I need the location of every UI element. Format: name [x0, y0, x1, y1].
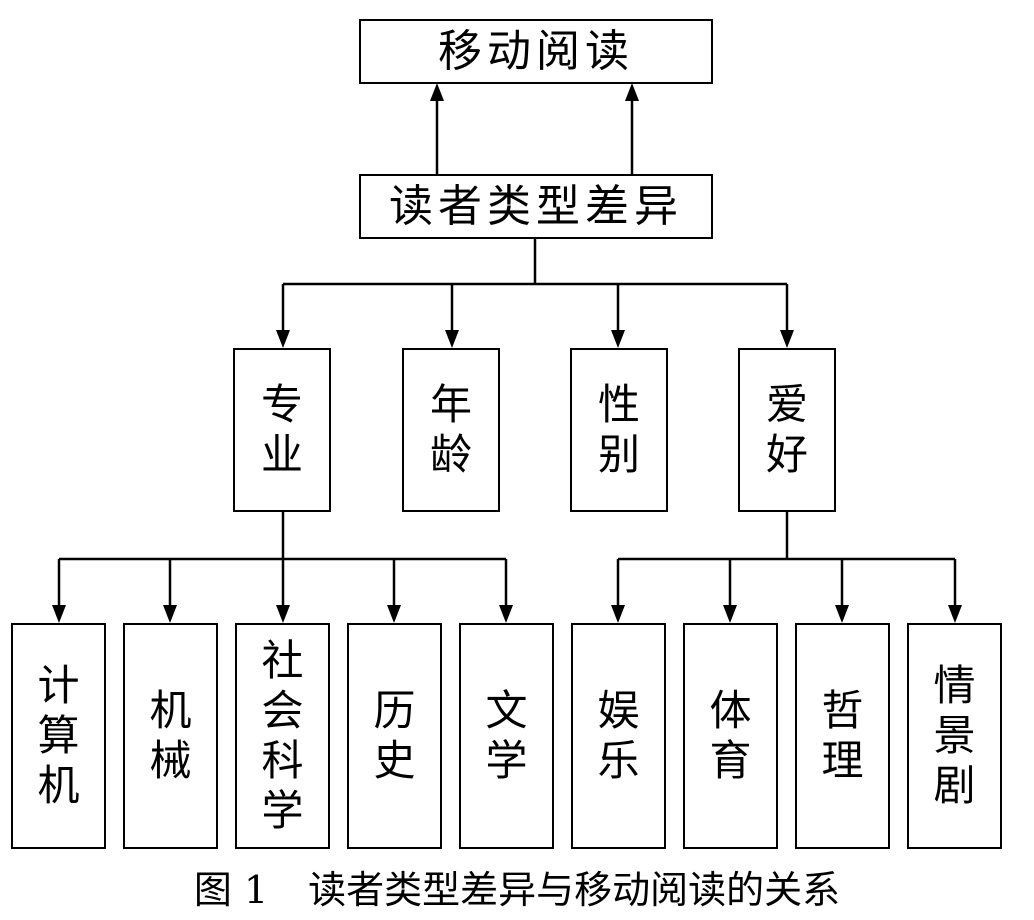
hobby-subtype-label-sports: 体育: [709, 686, 752, 785]
factor-label-major: 专业: [260, 380, 303, 479]
reader-type-difference-label: 读者类型差异: [389, 180, 683, 232]
major-subtype-node-literature: 文学: [459, 623, 554, 849]
mobile-reading-node: 移动阅读: [359, 19, 713, 84]
major-subtype-label-mechanical: 机械: [149, 686, 192, 785]
figure-caption-text: 读者类型差异与移动阅读的关系: [308, 868, 841, 912]
factor-label-age: 年龄: [429, 380, 472, 479]
major-subtype-node-mechanical: 机械: [123, 623, 218, 849]
hobby-subtype-label-entertainment: 娱乐: [597, 686, 640, 785]
factor-node-major: 专业: [233, 348, 331, 512]
major-subtype-node-computer: 计算机: [11, 623, 106, 849]
factor-node-gender: 性别: [570, 348, 668, 512]
major-subtype-label-social-science: 社会科学: [261, 636, 304, 835]
hobby-subtype-node-philosophy: 哲理: [795, 623, 890, 849]
major-subtype-label-literature: 文学: [485, 686, 528, 785]
hobby-subtype-label-philosophy: 哲理: [821, 686, 864, 785]
factor-label-gender: 性别: [597, 380, 640, 479]
mobile-reading-label: 移动阅读: [438, 25, 634, 77]
hobby-subtype-node-drama: 情景剧: [907, 623, 1002, 849]
factor-node-hobby: 爱好: [738, 348, 836, 512]
major-subtype-node-social-science: 社会科学: [235, 623, 330, 849]
major-subtype-label-history: 历史: [373, 686, 416, 785]
hobby-subtype-node-sports: 体育: [683, 623, 778, 849]
hobby-subtype-node-entertainment: 娱乐: [571, 623, 666, 849]
factor-node-age: 年龄: [402, 348, 500, 512]
factor-label-hobby: 爱好: [765, 380, 808, 479]
figure-number: 图 1: [193, 868, 269, 912]
hobby-subtype-label-drama: 情景剧: [933, 661, 976, 810]
reader-type-difference-node: 读者类型差异: [359, 174, 713, 239]
major-subtype-node-history: 历史: [347, 623, 442, 849]
major-subtype-label-computer: 计算机: [37, 661, 80, 810]
figure-caption: 图 1 读者类型差异与移动阅读的关系: [0, 866, 1034, 914]
